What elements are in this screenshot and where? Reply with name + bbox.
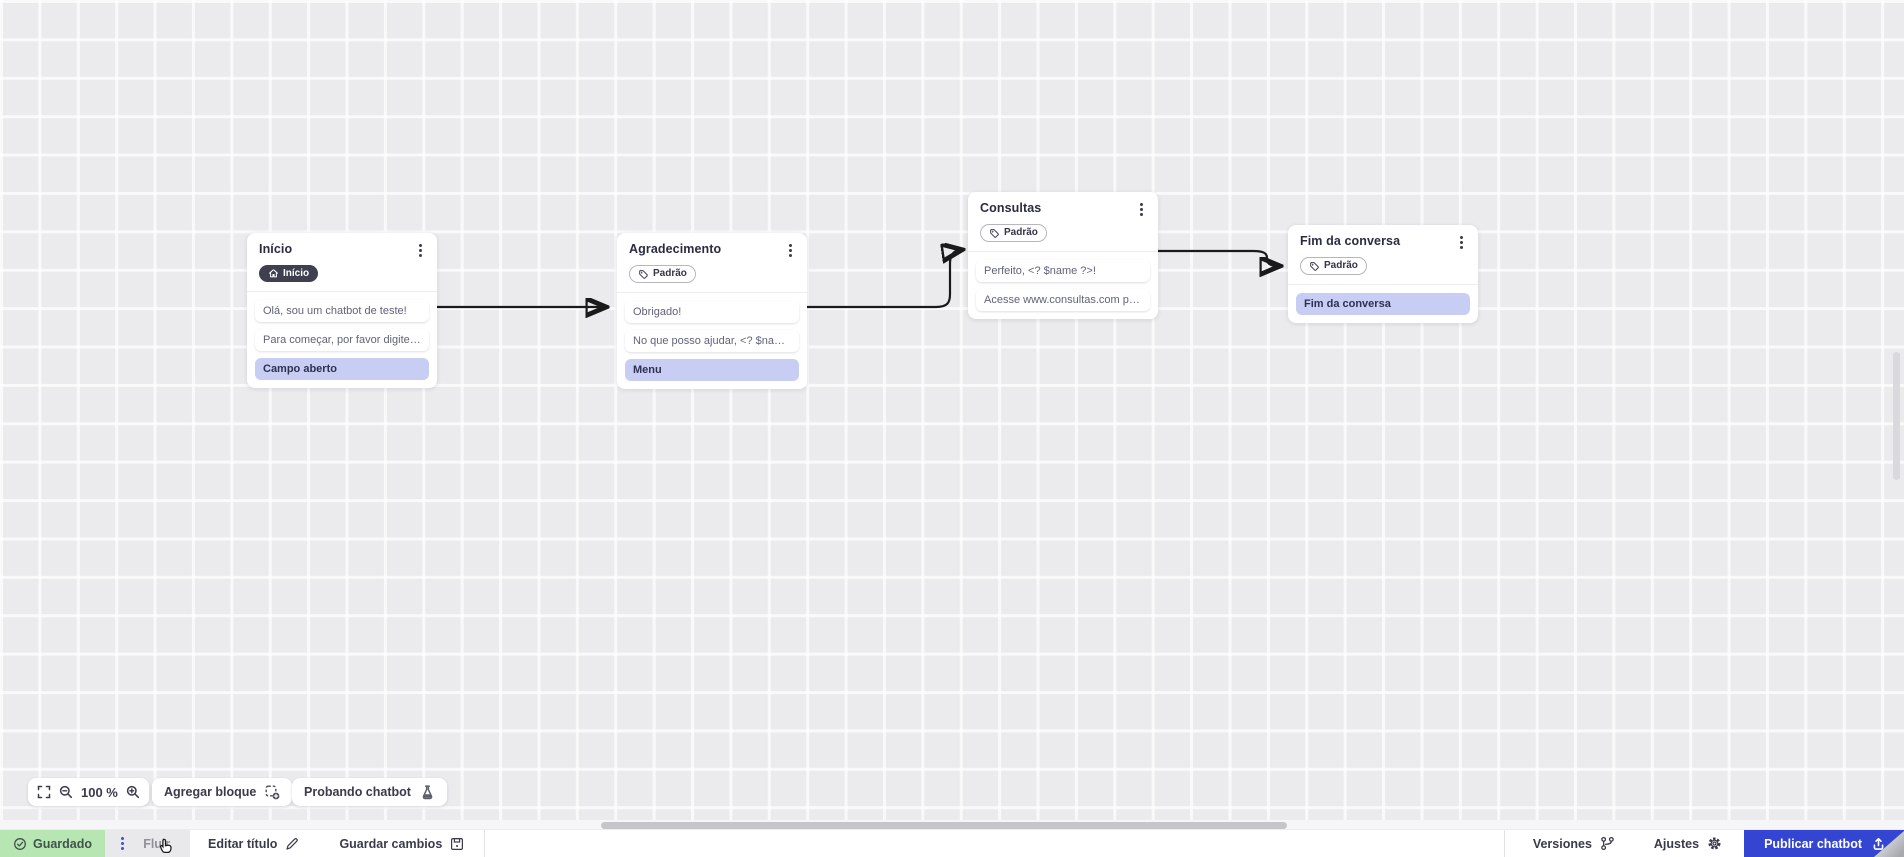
message-row[interactable]: Acesse www.consultas.com par... [976, 288, 1150, 311]
action-row[interactable]: Campo aberto [255, 358, 429, 381]
node-type-badge: Padrão [980, 224, 1047, 243]
node-title: Agradecimento [629, 242, 722, 256]
add-block-label: Agregar bloque [164, 785, 257, 799]
divider [1503, 830, 1505, 857]
check-circle-icon [14, 837, 26, 850]
flow-node-fim-da-conversa[interactable]: Fim da conversa Padrão Fim da conversa [1288, 225, 1478, 323]
node-title: Início [259, 242, 293, 256]
node-header[interactable]: Início Início [247, 233, 437, 291]
node-type-badge: Início [259, 265, 319, 283]
node-menu-icon[interactable] [1137, 201, 1146, 218]
saved-status: Guardado [0, 830, 105, 857]
settings-label: Ajustes [1653, 836, 1700, 851]
versions-button[interactable]: Versiones [1533, 836, 1615, 851]
fullscreen-icon [37, 785, 51, 799]
action-row[interactable]: Fim da conversa [1296, 292, 1470, 315]
node-header[interactable]: Agradecimento Padrão [617, 233, 807, 292]
zoom-out-icon [59, 785, 73, 799]
add-block-icon [265, 785, 280, 799]
badge-label: Padrão [653, 268, 687, 280]
tag-icon [990, 229, 999, 238]
status-bar: Guardado Fluir Editar título Guardar cam… [0, 829, 1904, 857]
node-menu-icon[interactable] [416, 242, 425, 259]
saved-label: Guardado [32, 836, 93, 851]
edge-agradecimento-consultas [805, 250, 960, 309]
node-type-badge: Padrão [629, 265, 696, 284]
save-icon [451, 837, 464, 850]
flow-node-consultas[interactable]: Consultas Padrão Perfeito, <? $name ?>! … [968, 192, 1158, 319]
node-type-badge: Padrão [1300, 257, 1367, 276]
badge-label: Padrão [1004, 227, 1038, 239]
node-title: Consultas [980, 201, 1042, 215]
flow-node-inicio[interactable]: Início Início Olá, sou um chatbot de tes… [247, 233, 437, 389]
message-row[interactable]: No que posso ajudar, <? $name ... [625, 329, 799, 352]
gear-icon [1708, 837, 1721, 850]
publish-chatbot-button[interactable]: Publicar chatbot [1744, 830, 1904, 857]
node-header[interactable]: Consultas Padrão [968, 192, 1158, 251]
flow-node-agradecimento[interactable]: Agradecimento Padrão Obrigado! No que po… [617, 233, 807, 389]
edit-title-label: Editar título [208, 836, 278, 851]
message-row[interactable]: Perfeito, <? $name ?>! [976, 259, 1150, 282]
message-row[interactable]: Para começar, por favor digite o ... [255, 329, 429, 352]
badge-label: Início [283, 267, 310, 279]
message-row[interactable]: Olá, sou um chatbot de teste! [255, 300, 429, 323]
badge-label: Padrão [1324, 260, 1358, 272]
save-changes-button[interactable]: Guardar cambios [339, 837, 464, 851]
versions-branch-icon [1601, 836, 1614, 851]
publish-upload-icon [1873, 837, 1884, 850]
publish-label: Publicar chatbot [1764, 836, 1862, 851]
node-header[interactable]: Fim da conversa Padrão [1288, 225, 1478, 284]
zoom-in-icon [126, 785, 139, 799]
save-changes-label: Guardar cambios [339, 836, 443, 851]
action-row[interactable]: Menu [625, 358, 799, 381]
pencil-icon [286, 837, 299, 850]
versions-label: Versiones [1532, 836, 1592, 851]
flask-icon [422, 784, 433, 799]
zoom-level: 100 % [81, 784, 118, 800]
flow-tab-label: Fluir [143, 836, 171, 851]
settings-button[interactable]: Ajustes [1654, 836, 1722, 851]
edge-consultas-fim [1156, 249, 1278, 266]
zoom-toolbar: 100 % [28, 778, 149, 806]
test-chatbot-button[interactable]: Probando chatbot [292, 778, 447, 806]
horizontal-scrollbar-thumb[interactable] [601, 822, 1287, 829]
tab-flow[interactable]: Fluir [105, 830, 190, 857]
zoom-in-button[interactable] [126, 785, 140, 799]
fit-view-button[interactable] [37, 785, 51, 799]
add-block-button[interactable]: Agregar bloque [152, 778, 293, 806]
message-row[interactable]: Obrigado! [625, 300, 799, 323]
vertical-scrollbar-thumb[interactable] [1893, 352, 1900, 480]
tag-icon [1310, 262, 1319, 271]
test-chatbot-label: Probando chatbot [304, 785, 411, 799]
home-icon [269, 269, 278, 278]
drag-handle-icon[interactable] [118, 835, 127, 853]
horizontal-scrollbar-track[interactable] [0, 820, 1904, 831]
zoom-out-button[interactable] [59, 785, 73, 799]
tag-icon [639, 270, 648, 279]
node-title: Fim da conversa [1300, 234, 1401, 248]
node-menu-icon[interactable] [786, 242, 795, 259]
node-menu-icon[interactable] [1457, 234, 1466, 251]
divider [484, 830, 486, 857]
edit-title-button[interactable]: Editar título [208, 837, 299, 851]
